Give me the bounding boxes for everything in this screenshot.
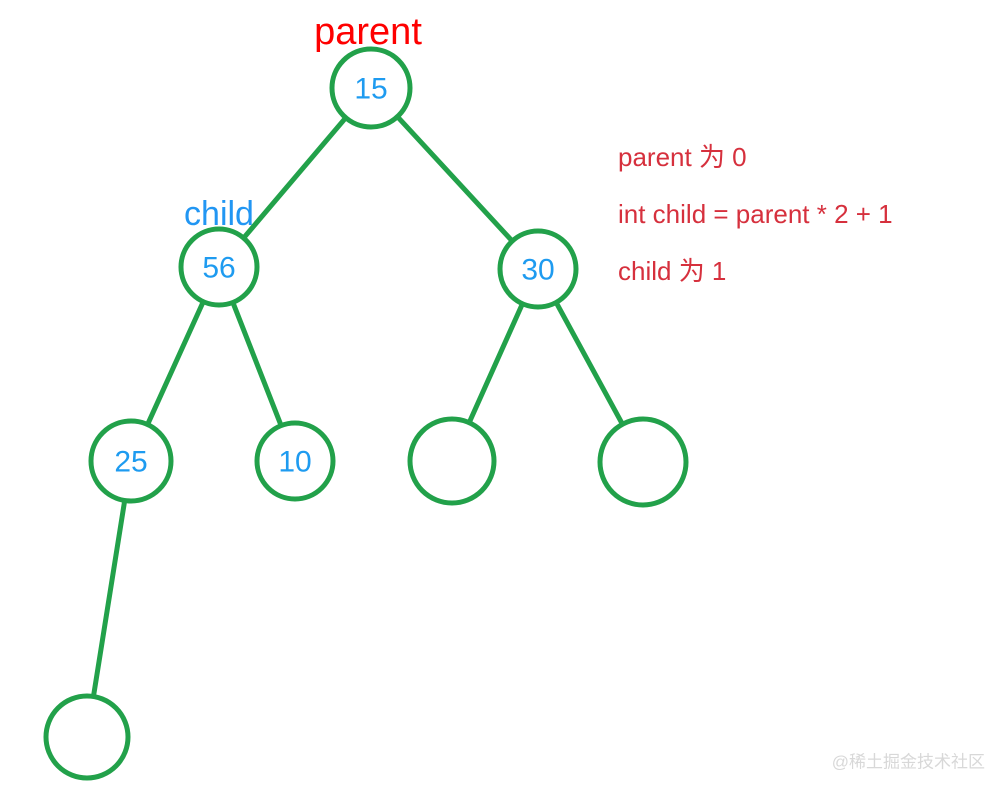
parent-label: parent [314, 11, 422, 53]
tree-node-25[interactable] [88, 418, 174, 504]
tree-nodes-group: 15 56 30 25 10 [43, 46, 689, 781]
annotation-line-3: child 为 1 [618, 256, 726, 286]
tree-node-30[interactable] [497, 228, 579, 310]
tree-node-value: 15 [354, 73, 387, 106]
tree-edge-n3-n7 [91, 498, 128, 699]
tree-edges-group [91, 114, 625, 699]
tree-node-value: 30 [521, 254, 554, 287]
annotation-line-1: parent 为 0 [618, 142, 747, 172]
tree-node-empty[interactable] [597, 416, 689, 508]
watermark-text: @稀土掘金技术社区 [832, 753, 985, 772]
tree-edge-n2-n5 [467, 302, 525, 425]
tree-edge-n1-n4 [230, 300, 284, 428]
tree-edge-n0-n2 [395, 114, 515, 243]
tree-labels-group: parent child [184, 11, 422, 233]
tree-node-empty[interactable] [407, 416, 497, 506]
tree-node-value: 10 [278, 446, 311, 479]
tree-node-56[interactable] [178, 226, 260, 308]
child-label: child [184, 195, 254, 233]
tree-edge-n0-n1 [241, 115, 348, 240]
tree-node-value: 25 [114, 446, 147, 479]
annotation-line-2: int child = parent * 2 + 1 [618, 199, 893, 229]
tree-node-10[interactable] [254, 420, 336, 502]
formula-annotations-group: parent 为 0 int child = parent * 2 + 1 chil… [618, 142, 893, 286]
tree-edge-n2-n6 [554, 300, 625, 426]
tree-node-15[interactable] [329, 46, 413, 130]
tree-node-empty[interactable] [43, 693, 131, 781]
tree-node-value: 56 [202, 252, 235, 285]
tree-edge-n1-n3 [145, 300, 206, 427]
